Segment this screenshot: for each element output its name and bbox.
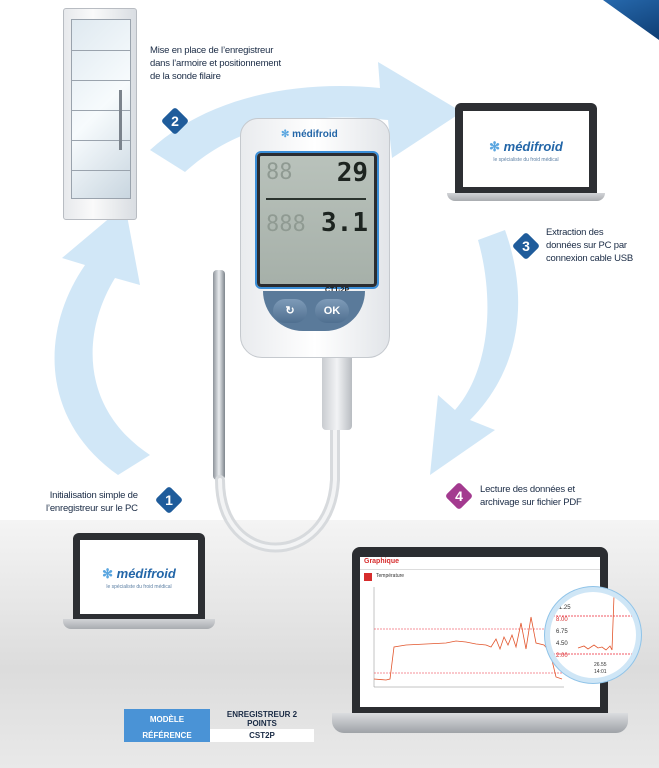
laptop-screen: ✻ médifroid le spécialiste du froid médi… — [463, 111, 589, 187]
arrow-right — [430, 230, 519, 475]
probe-cable — [215, 425, 340, 553]
zoom-x-label: 26.55 14:01 — [594, 662, 607, 675]
step-4-badge: 4 — [444, 481, 474, 511]
brand-tagline: le spécialiste du froid médical — [106, 584, 172, 590]
step-3-badge: 3 — [511, 231, 541, 261]
step-4-label: Lecture des données et archivage sur fic… — [480, 484, 582, 508]
laptop-chart-base — [332, 713, 628, 733]
device-model-label: CT1-2P — [325, 287, 349, 294]
laptop-screen: ✻ médifroid le spécialiste du froid médi… — [80, 540, 198, 614]
arrow-top — [150, 62, 462, 172]
medical-fridge — [63, 8, 137, 220]
step-1-label: Initialisation simple de l’enregistreur … — [46, 490, 138, 514]
brand-tagline: le spécialiste du froid médical — [493, 157, 559, 163]
step-2-label: Mise en place de l’enregistreur dans l’a… — [150, 45, 281, 82]
temperature-plot — [373, 587, 564, 688]
step-3-label: Extraction des données sur PC par connex… — [546, 227, 634, 264]
data-logger-device: ✻ médifroid 88 29 888 3.1 CT1-2P ↻ OK — [240, 118, 390, 358]
arrow-left — [54, 205, 151, 475]
chart-legend: Température — [376, 573, 405, 579]
lcd-reading-top: 29 — [336, 158, 368, 188]
chart-screen: Graphique Température 11.25 8.00 6.75 4.… — [360, 557, 641, 707]
fridge-glass-door — [71, 19, 131, 199]
step-1-badge: 1 — [154, 485, 184, 515]
spec-row-reference: RÉFÉRENCE CST2P — [124, 729, 314, 742]
zoom-y-ticks: 11.25 8.00 6.75 4.50 2.00 — [556, 605, 571, 659]
refresh-button[interactable]: ↻ — [273, 299, 307, 323]
refresh-icon: ↻ — [285, 305, 295, 317]
chart-window-title: Graphique — [364, 558, 400, 565]
device-brand: ✻ médifroid — [281, 129, 338, 140]
brand-logo: ✻ médifroid — [489, 139, 563, 154]
step-2-badge: 2 — [160, 106, 190, 136]
spec-row-model: MODÈLE ENREGISTREUR 2 POINTS — [124, 709, 314, 729]
device-lcd: 88 29 888 3.1 — [257, 153, 377, 287]
brand-logo: ✻ médifroid — [102, 566, 176, 581]
laptop-chart: Graphique Température 11.25 8.00 6.75 4.… — [352, 547, 641, 715]
lcd-reading-bottom: 3.1 — [321, 208, 368, 238]
fridge-handle — [119, 90, 122, 150]
spec-table: MODÈLE ENREGISTREUR 2 POINTS RÉFÉRENCE C… — [124, 709, 314, 742]
ok-button[interactable]: OK — [315, 299, 349, 323]
chart-logo-icon — [364, 573, 372, 581]
chart-zoom-lens: 11.25 8.00 6.75 4.50 2.00 26.55 14:01 — [545, 587, 641, 683]
chart-window-header: Graphique — [360, 557, 600, 570]
cable-connector — [322, 350, 352, 430]
temperature-probe — [213, 270, 225, 480]
